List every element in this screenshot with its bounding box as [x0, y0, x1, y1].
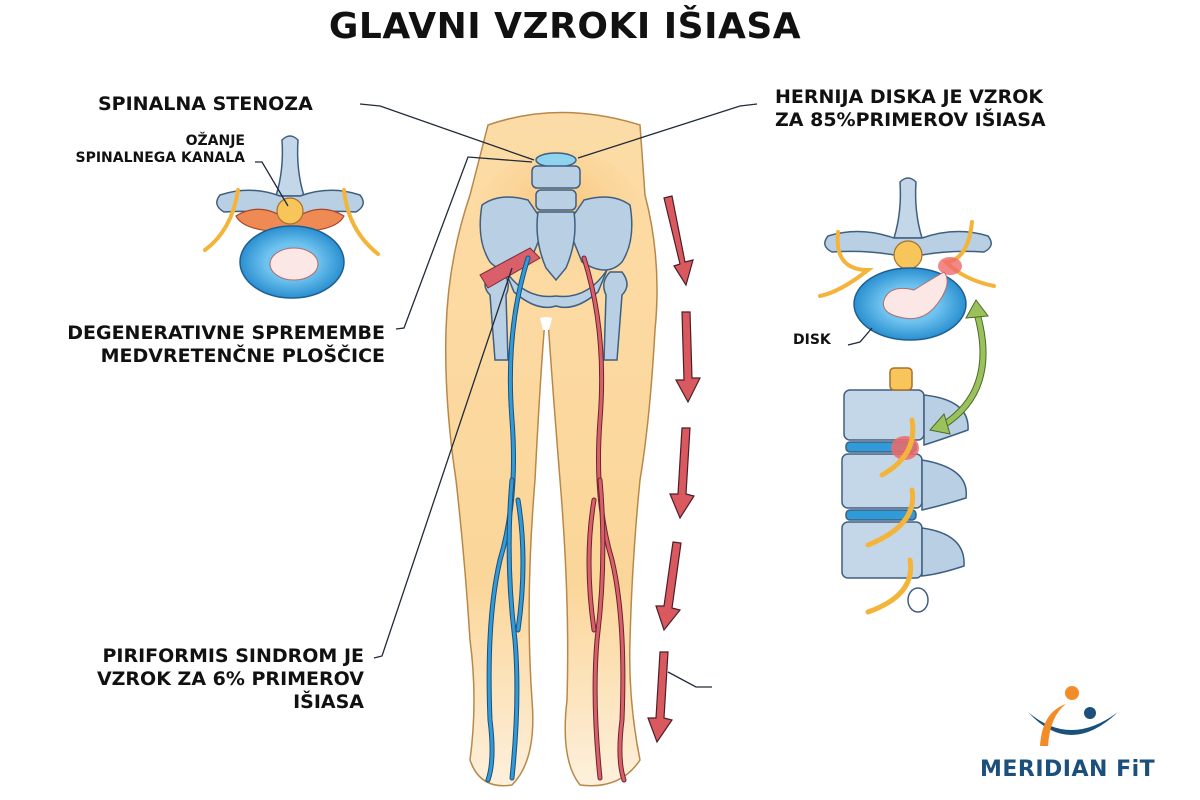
- label-piriformis-syndrome: PIRIFORMIS SINDROM JE VZROK ZA 6% PRIMER…: [60, 645, 364, 713]
- intervertebral-disc: [845, 509, 917, 521]
- bone-spur: [907, 587, 929, 613]
- spinous-process: [892, 177, 924, 239]
- lateral-nerve-roots: [865, 417, 916, 615]
- lumbar-vertebra: [535, 189, 577, 211]
- label-canal-narrowing-line2: SPINALNEGA KANALA: [75, 149, 246, 166]
- label-canal-narrowing-line1: OŽANJE: [185, 133, 245, 149]
- top-disc-cap: [889, 367, 913, 391]
- label-canal-narrowing: OŽANJE SPINALNEGA KANALA: [40, 133, 246, 167]
- spinal-cord: [276, 197, 304, 225]
- pain-arrow: [647, 651, 673, 744]
- pain-arrow: [669, 427, 695, 520]
- pain-arrows: [647, 195, 701, 744]
- logo-body-orange: [1040, 704, 1066, 746]
- leader-degenerative: [395, 156, 533, 330]
- lumbar-vertebra: [531, 165, 581, 189]
- inflammation: [938, 257, 962, 275]
- right-ilium: [566, 196, 633, 271]
- nerve-root-left: [203, 188, 240, 252]
- right-femur: [603, 271, 628, 361]
- leader-narrowing: [255, 161, 289, 207]
- leader-stenosis: [359, 103, 535, 161]
- disk-nucleus: [269, 247, 319, 281]
- sciatic-nerve-left: [485, 255, 531, 783]
- label-degenerative-changes: DEGENERATIVNE SPREMEMBE MEDVRETENČNE PLO…: [40, 322, 385, 368]
- facet-processes: [921, 394, 969, 577]
- lumbar-disc-top: [535, 152, 577, 168]
- label-piriformis-line2: VZROK ZA 6% PRIMEROV: [96, 667, 364, 690]
- logo-head-orange: [1065, 686, 1079, 700]
- logo-swoosh: [1028, 712, 1118, 735]
- pelvis: [479, 152, 633, 361]
- label-degenerative-line2: MEDVRETENČNE PLOŠČICE: [100, 344, 385, 367]
- spinal-cord: [893, 240, 923, 270]
- label-disc-hernia: HERNIJA DISKA JE VZROK ZA 85%PRIMEROV IŠ…: [775, 86, 1046, 132]
- disk-nucleus-herniated: [882, 271, 948, 320]
- label-piriformis-line3: IŠIASA: [293, 690, 364, 713]
- leader-piriformis: [373, 267, 513, 659]
- green-link-arrow: [929, 299, 989, 435]
- logo-text: MERIDIAN FiT: [980, 757, 1156, 782]
- vertebral-body: [841, 453, 923, 509]
- pain-arrow: [663, 195, 694, 287]
- leader-disk: [847, 327, 873, 346]
- logo-head-navy: [1084, 707, 1096, 719]
- lateral-spine: [841, 367, 969, 579]
- leader-lines: [255, 103, 873, 688]
- nerve-root-right: [342, 188, 380, 256]
- leader-pain: [667, 671, 712, 688]
- pain-arrow: [655, 541, 682, 632]
- sacrum: [536, 211, 576, 282]
- page-title: GLAVNI VZROKI IŠIASA: [328, 6, 802, 47]
- nerve-root-left: [818, 230, 874, 298]
- sciatic-nerve-right: [581, 255, 627, 783]
- label-disk: DISK: [793, 332, 831, 348]
- vertebra-cross-section-hernia: [818, 177, 996, 341]
- vertebra-cross-section-stenosis: [203, 135, 380, 299]
- meridian-fit-logo-mark: [1028, 686, 1118, 746]
- leg-gap: [540, 317, 552, 330]
- pubic-bone: [504, 269, 608, 309]
- label-spinal-stenosis: SPINALNA STENOZA: [98, 93, 313, 115]
- spinous-process: [274, 135, 306, 197]
- label-degenerative-line1: DEGENERATIVNE SPREMEMBE: [67, 322, 385, 344]
- label-piriformis-line1: PIRIFORMIS SINDROM JE: [102, 645, 364, 667]
- label-disc-hernia-line1: HERNIJA DISKA JE VZROK: [775, 86, 1044, 108]
- label-disc-hernia-line2: ZA 85%PRIMEROV IŠIASA: [775, 108, 1046, 131]
- piriformis-muscle: [479, 247, 541, 289]
- pain-arrow: [674, 311, 701, 404]
- leader-hernia: [577, 103, 758, 159]
